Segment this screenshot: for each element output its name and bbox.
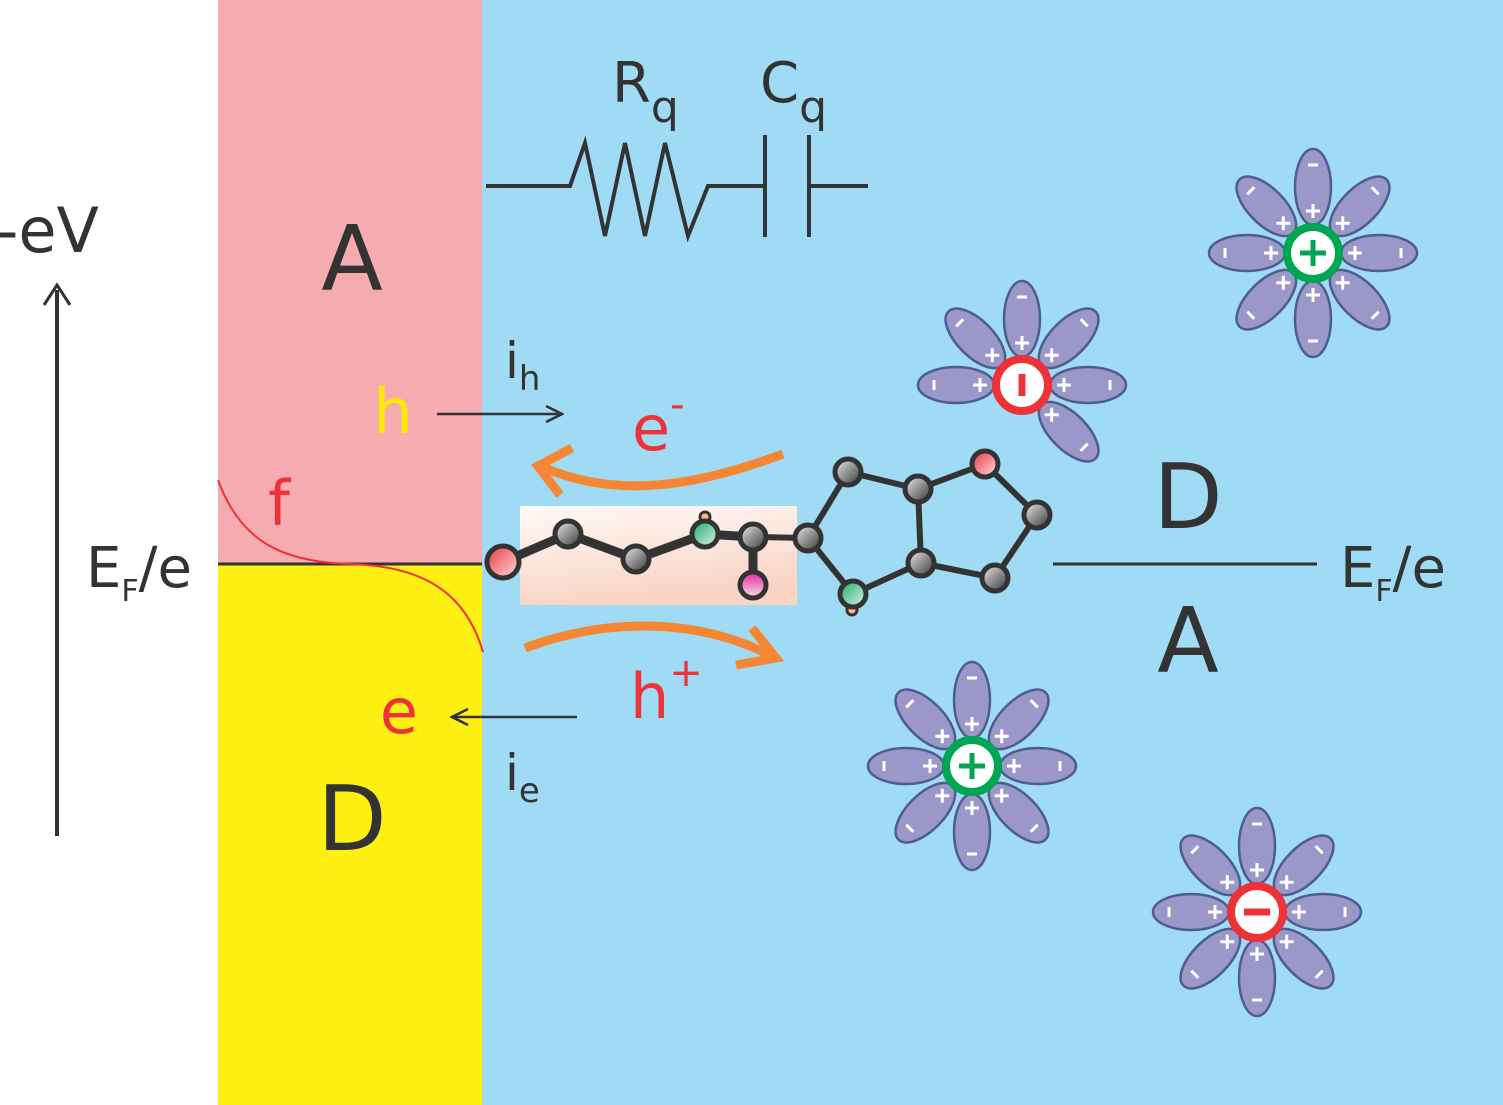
acceptor-label-electrode: A [321,207,383,312]
minus-mark-icon [1246,186,1256,196]
minus-mark-icon [1079,442,1089,452]
minus-mark-icon [1029,699,1039,709]
atom [552,518,584,550]
donor-band [218,564,482,1105]
plus-mark-icon [923,759,937,773]
redox-molecule [484,448,1053,617]
fermi-function-label: f [268,467,292,540]
atom [979,562,1011,594]
atom [969,448,1001,480]
plus-mark-icon [1276,275,1291,290]
plus-mark-icon [994,788,1009,803]
anion-cluster [1151,806,1363,1018]
minus-mark-icon [1314,969,1324,979]
plus-mark-icon [1348,246,1362,260]
electron-current-label: ie [505,744,540,811]
atom [737,569,769,601]
hole-current-label: ih [505,332,540,399]
minus-mark-icon [905,699,915,709]
fermi-label-right: EF/e [1340,536,1446,609]
minus-mark-icon [1370,186,1380,196]
electron-transfer-arrow [543,449,785,491]
capacitor-label: Cq [760,51,827,133]
minus-mark-icon [1190,969,1200,979]
cation-cluster [1207,147,1419,359]
atom [837,578,869,610]
hole-transfer-arrowhead [735,625,785,670]
electron-label: e [380,675,418,748]
atom [484,543,522,581]
minus-mark-icon [1190,845,1200,855]
donor-label-solution: D [1153,445,1222,550]
plus-mark-icon [994,729,1009,744]
plus-mark-icon [965,717,979,731]
plus-mark-icon [1007,759,1021,773]
atom [737,521,769,553]
acceptor-label-solution: A [1157,589,1219,694]
plus-mark-icon [1306,288,1320,302]
resistor-symbol [486,135,765,243]
hole-transfer-label: h+ [630,650,703,733]
plus-mark-icon [1279,934,1294,949]
atom [832,456,864,488]
electron-transfer-arrowhead [531,444,575,498]
fermi-label-left: EF/e [86,536,192,609]
atom [792,522,824,554]
plus-mark-icon [985,348,1000,363]
plus-mark-icon [935,729,950,744]
minus-mark-icon [1029,823,1039,833]
plus-mark-icon [1292,905,1306,919]
plus-mark-icon [1015,336,1029,350]
fermi-function-curve [217,479,484,653]
plus-mark-icon [1044,407,1059,422]
plus-mark-icon [1335,275,1350,290]
plus-mark-icon [1220,934,1235,949]
minus-mark-icon [905,823,915,833]
plus-mark-icon [1057,378,1071,392]
solvated-ions [866,147,1419,1018]
plus-mark-icon [935,788,950,803]
electron-transfer-label: e- [632,382,685,465]
axis-label: -eV [0,194,99,267]
hole-transfer-arrow [523,621,773,660]
plus-mark-icon [1264,246,1278,260]
atom [905,547,937,579]
cation-cluster [866,660,1078,872]
plus-mark-icon [1250,863,1264,877]
minus-mark-icon [1370,310,1380,320]
plus-charge-icon [959,753,985,779]
atom [1021,499,1053,531]
atom [902,473,934,505]
plus-mark-icon [1335,216,1350,231]
plus-charge-icon [1300,240,1326,266]
hole-label: h [373,375,412,448]
minus-mark-icon [1314,845,1324,855]
plus-mark-icon [965,801,979,815]
atom [689,518,721,550]
donor-label-electrode: D [317,767,386,872]
resistor-label: Rq [612,51,679,133]
plus-mark-icon [1279,875,1294,890]
plus-mark-icon [1306,204,1320,218]
minus-mark-icon [1079,318,1089,328]
atom [620,543,652,575]
plus-mark-icon [1044,348,1059,363]
acceptor-band [218,0,482,564]
plus-mark-icon [1208,905,1222,919]
plus-mark-icon [1220,875,1235,890]
minus-mark-icon [1246,310,1256,320]
plus-mark-icon [973,378,987,392]
energy-axis-arrowhead [42,282,72,306]
anion-cluster [916,279,1128,463]
plus-mark-icon [1250,947,1264,961]
plus-mark-icon [1276,216,1291,231]
minus-mark-icon [955,318,965,328]
